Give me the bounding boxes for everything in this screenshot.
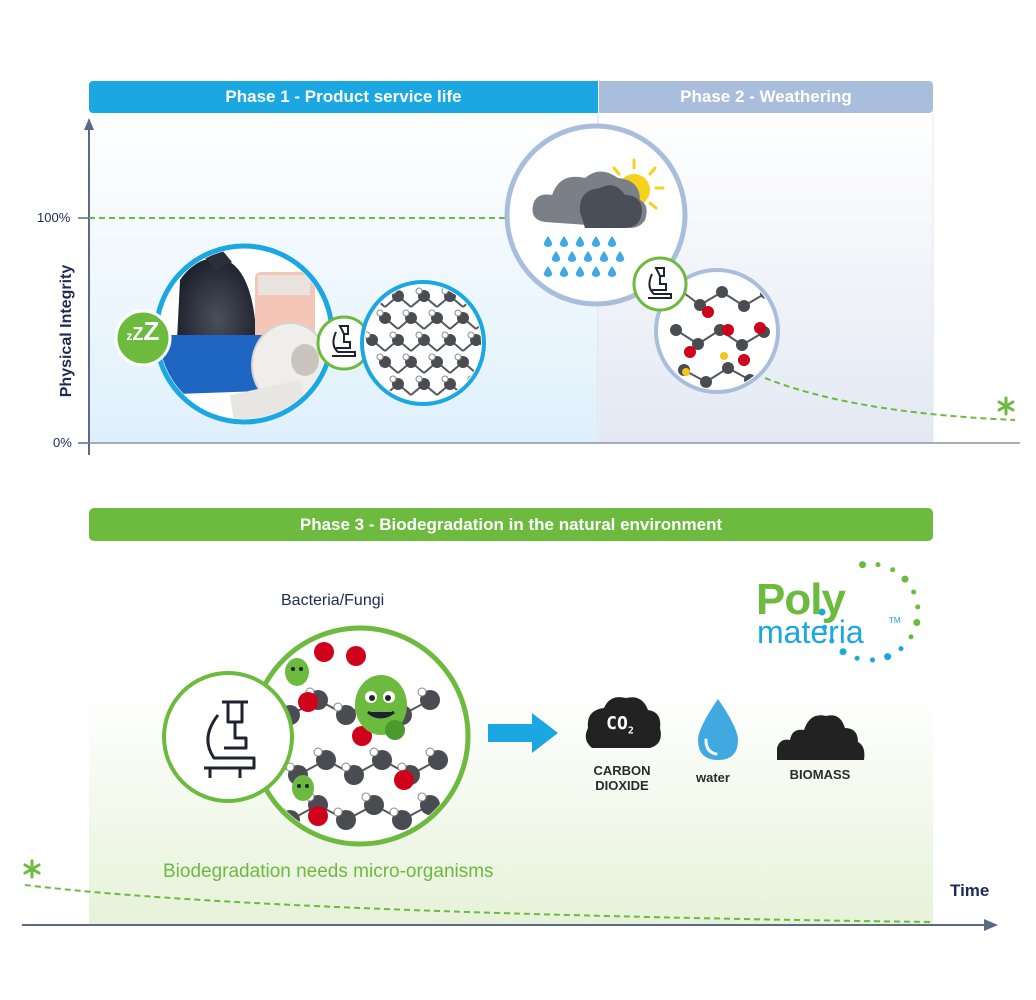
top-y-axis xyxy=(88,124,1020,455)
sleep-z-mid: Z xyxy=(132,324,144,344)
time-arrow-icon xyxy=(984,919,998,931)
organisms-label: Bacteria/Fungi xyxy=(281,592,385,609)
co2-icon-text: CO2 xyxy=(595,713,645,737)
y-axis-label: Physical Integrity xyxy=(58,264,75,398)
y-tick-100: 100% xyxy=(37,210,71,225)
co2-symbol: CO xyxy=(606,713,628,734)
phase3-caption: Biodegradation needs micro-organisms xyxy=(163,861,494,882)
phase1-banner: Phase 1 - Product service life xyxy=(89,81,598,113)
logo-dots xyxy=(818,561,921,663)
co2-output-label: CARBON DIOXIDE xyxy=(593,763,651,793)
logo-materia: materia xyxy=(757,614,864,650)
logo-poly: Poly xyxy=(756,575,846,624)
asterisk-icon xyxy=(997,396,1015,416)
bacteria-icon xyxy=(355,675,407,740)
x-axis-label: Time xyxy=(950,881,990,900)
biomass-icon xyxy=(777,715,865,760)
arrow-right-icon xyxy=(488,713,558,753)
phase2-banner: Phase 2 - Weathering xyxy=(599,81,933,113)
sleep-z-large: Z xyxy=(143,316,160,346)
plastic-products-illustration xyxy=(153,243,335,425)
y-tick-0: 0% xyxy=(53,435,72,450)
integrity-curve-decay xyxy=(764,377,1016,421)
bacteria-icon xyxy=(285,658,309,686)
bacteria-molecule-illustration xyxy=(249,625,471,847)
phase3-banner: Phase 3 - Biodegradation in the natural … xyxy=(89,508,933,541)
microscope-icon xyxy=(632,256,688,312)
sleep-z-small: z xyxy=(126,329,133,343)
integrity-curve-bottom xyxy=(24,884,931,923)
sleep-icon-label: zZZ xyxy=(118,316,168,347)
bacteria-icon xyxy=(292,775,314,801)
logo-tm: TM xyxy=(889,616,901,625)
biomass-output-label: BIOMASS xyxy=(789,767,851,782)
cloud-sun-rain-icon xyxy=(504,123,688,307)
co2-subscript: 2 xyxy=(627,725,634,737)
sleep-icon xyxy=(114,309,172,367)
asterisk-icon xyxy=(23,859,41,879)
water-output-label: water xyxy=(696,770,730,785)
degraded-molecule-icon xyxy=(654,268,780,394)
microscope-icon xyxy=(162,671,294,803)
co2-cloud-icon xyxy=(585,697,661,748)
